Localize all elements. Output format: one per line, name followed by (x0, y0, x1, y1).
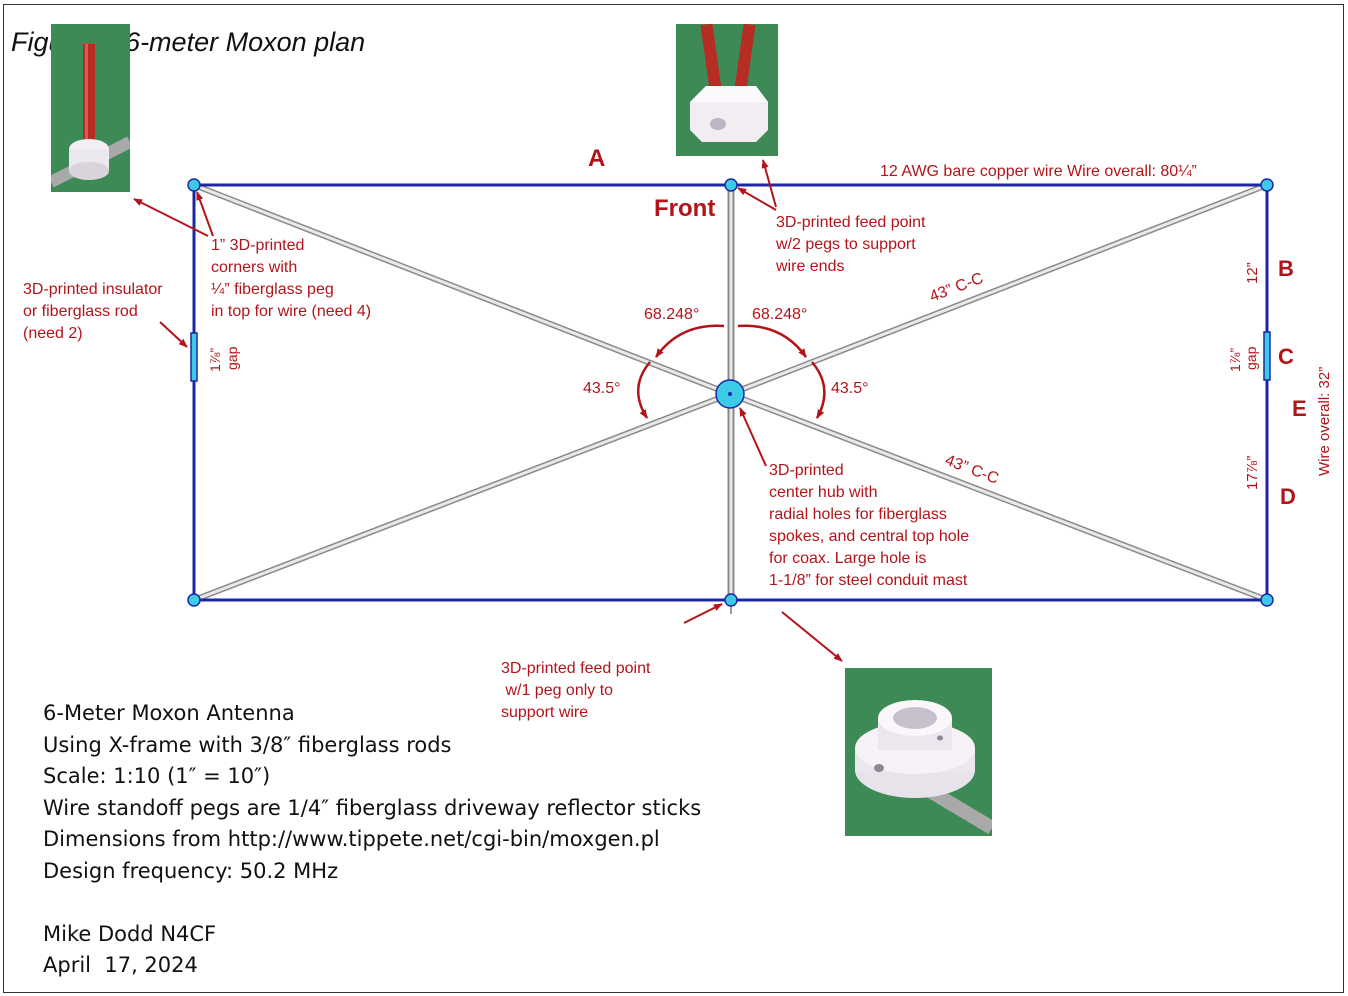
gap-left-value: 1⅞” (207, 348, 223, 372)
arc-68-right (737, 324, 808, 358)
corner-node-top-left (187, 178, 201, 192)
arc-68-left (654, 324, 725, 358)
info-line-antenna: 6-Meter Moxon Antenna (43, 701, 295, 725)
date: April 17, 2024 (43, 953, 198, 977)
label-E: E (1292, 396, 1307, 421)
corner-node-bottom-left (187, 593, 201, 607)
info-line-scale: Scale: 1:10 (1″ = 10″) (43, 764, 271, 788)
angle-left-label: 68.248° (644, 306, 699, 323)
corner-piece-photo (51, 24, 130, 192)
info-line-frame: Using X-frame with 3/8″ fiberglass rods (43, 732, 452, 757)
label-A: A (588, 145, 605, 172)
label-C: C (1278, 344, 1294, 369)
label-B: B (1278, 256, 1294, 281)
arrow-corner-photo (133, 198, 209, 237)
arrow-feed-bottom-node (683, 603, 723, 624)
angle-small-right-label: 43.5° (831, 380, 869, 397)
corner-node-bottom-right (1260, 593, 1274, 607)
arrow-feed-top-photo (761, 159, 777, 208)
dim-B: 12” (1244, 262, 1261, 284)
corner-node-top-right (1260, 178, 1274, 192)
callout-arrows (133, 159, 843, 662)
arc-43-left (636, 361, 651, 419)
wire-note: 12 AWG bare copper wire Wire overall: 80… (880, 163, 1197, 180)
angle-small-left-label: 43.5° (583, 380, 621, 397)
arc-43-right (811, 361, 826, 419)
label-front: Front (654, 195, 715, 222)
info-line-source: Dimensions from http://www.tippete.net/c… (43, 827, 660, 851)
feed-point-top-photo (676, 24, 778, 156)
angle-arcs (636, 324, 826, 419)
gap-left-word: gap (224, 346, 240, 370)
arrow-feed-top-node (737, 187, 777, 211)
left-insulator (190, 332, 198, 382)
arrow-corner-node (196, 191, 214, 237)
author: Mike Dodd N4CF (43, 921, 217, 946)
wire-overall-side: Wire overall: 32” (1316, 367, 1333, 476)
nodes (187, 178, 1274, 607)
feed-node-bottom (724, 593, 738, 607)
right-insulator (1263, 331, 1271, 381)
angle-right-label: 68.248° (752, 306, 807, 323)
gap-right-word: gap (1243, 346, 1259, 370)
figure-border (3, 4, 1344, 993)
feed-node-top (724, 178, 738, 192)
arrow-insulator (159, 321, 188, 348)
info-line-pegs: Wire standoff pegs are 1/4″ fiberglass d… (43, 795, 702, 820)
info-line-frequency: Design frequency: 50.2 MHz (43, 858, 339, 883)
label-D: D (1280, 484, 1296, 509)
info-block: 6-Meter Moxon Antenna Using X-frame with… (43, 698, 701, 982)
center-hub-photo (845, 668, 992, 836)
arrow-hub-photo (781, 611, 843, 662)
dim-D: 17⅞” (1244, 456, 1261, 490)
arrow-hub (739, 407, 767, 467)
gap-right-value: 1⅞” (1227, 348, 1243, 372)
